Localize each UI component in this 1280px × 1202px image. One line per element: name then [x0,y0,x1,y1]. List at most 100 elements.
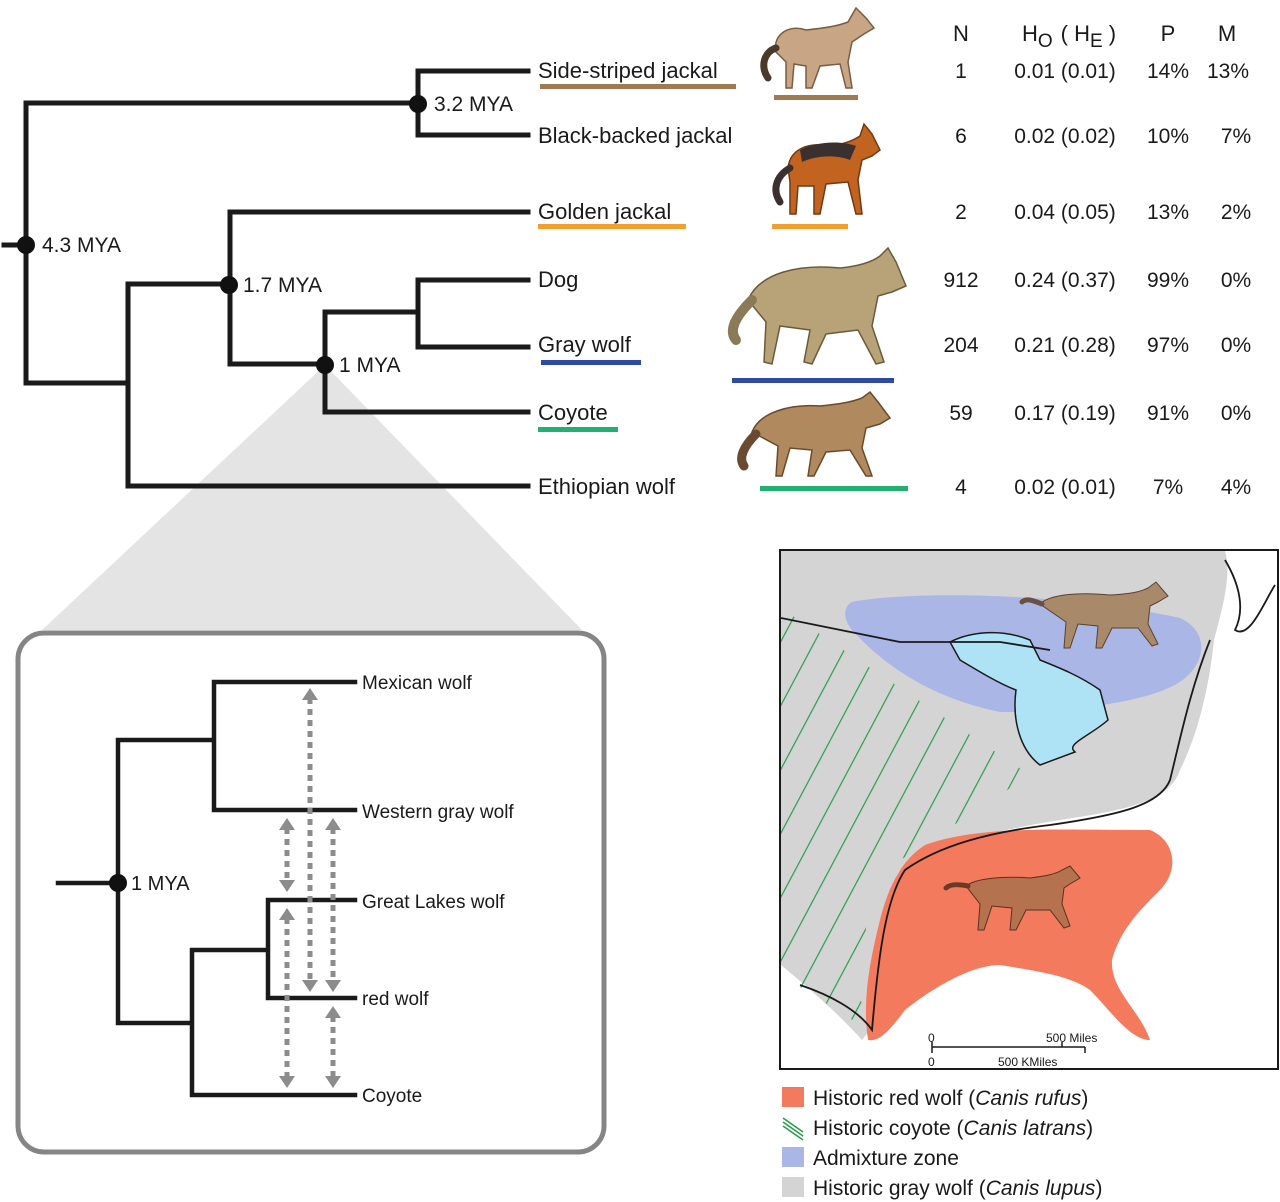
legend-swatch-red-wolf [782,1087,804,1107]
red-wolf-illustration [943,865,1081,931]
coyote-illustration [737,390,908,491]
taxon-ethiopian-wolf: Ethiopian wolf [538,474,676,499]
svg-text:0.24 (0.37): 0.24 (0.37) [1014,269,1116,292]
node-1-7-mya [220,276,238,294]
svg-text:13%: 13% [1147,201,1189,224]
svg-text:0.21 (0.28): 0.21 (0.28) [1014,334,1116,357]
svg-text:204: 204 [943,334,978,357]
legend-gray-wolf: Historic gray wolf (Canis lupus) [813,1177,1102,1200]
table-row: 912 0.24 (0.37) 99% 0% [943,269,1251,292]
table-row: 204 0.21 (0.28) 97% 0% [943,334,1251,357]
svg-text:2: 2 [955,201,967,224]
table-row: 1 0.01 (0.01) 14% 13% [955,60,1249,83]
map-legend: Historic red wolf (Canis rufus) Historic… [782,1087,1102,1200]
red-wolf-range [865,829,1173,1041]
svg-text:7%: 7% [1221,125,1251,148]
svg-text:0.04 (0.05): 0.04 (0.05) [1014,201,1116,224]
node-1-mya [316,356,334,374]
node-label-3-2: 3.2 MYA [434,93,513,116]
underline-gray-wolf [541,360,641,365]
gray-wolf-bar [732,378,894,383]
scale-zero-bottom: 0 [928,1055,935,1069]
table-row: 6 0.02 (0.02) 10% 7% [955,125,1251,148]
svg-text:91%: 91% [1147,402,1189,425]
inset-node-1-mya [109,874,127,892]
svg-text:0.01 (0.01): 0.01 (0.01) [1014,60,1116,83]
legend-admixture: Admixture zone [813,1147,959,1170]
svg-text:6: 6 [955,125,967,148]
taxon-side-striped-jackal: Side-striped jackal [538,58,718,83]
gene-flow-arrow [279,908,295,1088]
taxon-black-backed-jackal: Black-backed jackal [538,123,732,148]
svg-text:59: 59 [949,402,972,425]
legend-swatch-gray-wolf [782,1177,804,1197]
svg-text:99%: 99% [1147,269,1189,292]
legend-red-wolf: Historic red wolf (Canis rufus) [813,1087,1088,1110]
coyote-range [781,608,1030,1050]
underline-golden-jackal [538,224,686,229]
inset-taxon-western-gray-wolf: Western gray wolf [362,802,514,823]
scale-km: 500 KMiles [998,1055,1057,1069]
taxa-underlines [538,84,736,432]
svg-text:0.17 (0.19): 0.17 (0.19) [1014,402,1116,425]
svg-text:0%: 0% [1221,269,1251,292]
legend-swatch-admixture [782,1147,804,1167]
map-frame [779,549,1279,1070]
underline-coyote [538,427,618,432]
table-row: 2 0.04 (0.05) 13% 2% [955,201,1251,224]
svg-text:14%: 14% [1147,60,1189,83]
gray-wolf-illustration [727,246,907,383]
header-n: N [953,21,969,46]
stats-table: N HO( HE) P M 1 0.01 (0.01) 14% 13% 6 0.… [943,21,1251,499]
svg-text:1: 1 [955,60,967,83]
taxon-dog: Dog [538,267,578,292]
header-ho-he: HO( HE) [1022,21,1116,52]
coyote-bar [760,486,908,491]
scale-zero-top: 0 [928,1031,935,1045]
golden-jackal-bar [772,224,848,229]
inset-taxon-coyote: Coyote [362,1086,422,1107]
legend-coyote: Historic coyote (Canis latrans) [813,1117,1093,1140]
svg-text:4: 4 [955,476,967,499]
header-p: P [1161,21,1176,46]
black-backed-jackal-illustration [772,122,881,229]
range-map: 0 0 500 Miles 500 KMiles [779,549,1279,1070]
node-label-1: 1 MYA [339,354,400,377]
admixed-wolf-illustration [1019,581,1169,649]
taxon-golden-jackal: Golden jackal [538,199,671,224]
animal-illustrations [727,6,908,491]
inset-taxon-red-wolf: red wolf [362,989,429,1010]
gene-flow-arrows [279,688,341,1088]
zoom-wedge [42,365,582,630]
main-tree: 4.3 MYA 3.2 MYA 1.7 MYA 1 MYA [1,68,531,489]
svg-text:0.02 (0.01): 0.02 (0.01) [1014,476,1116,499]
svg-text:7%: 7% [1153,476,1183,499]
scale-bar: 0 0 500 Miles 500 KMiles [928,1031,1097,1069]
great-lakes [948,631,1109,766]
side-striped-jackal-bar [774,95,858,100]
scale-miles: 500 Miles [1046,1031,1097,1045]
svg-text:0.02 (0.02): 0.02 (0.02) [1014,125,1116,148]
node-label-4-3: 4.3 MYA [42,234,121,257]
legend-swatch-coyote [782,1117,804,1141]
inset-taxon-great-lakes-wolf: Great Lakes wolf [362,892,505,913]
svg-text:97%: 97% [1147,334,1189,357]
svg-text:4%: 4% [1221,476,1251,499]
gene-flow-arrow [325,818,341,992]
header-m: M [1218,21,1236,46]
svg-text:2%: 2% [1221,201,1251,224]
svg-text:0%: 0% [1221,334,1251,357]
node-label-1-7: 1.7 MYA [243,274,322,297]
svg-text:0%: 0% [1221,402,1251,425]
table-row: 4 0.02 (0.01) 7% 4% [955,476,1251,499]
node-4-3-mya [17,236,35,254]
underline-side-striped-jackal [540,84,736,89]
inset-node-label: 1 MYA [131,873,190,895]
inset-taxon-mexican-wolf: Mexican wolf [362,673,473,694]
table-row: 59 0.17 (0.19) 91% 0% [949,402,1251,425]
side-striped-jackal-illustration [760,6,876,100]
taxon-coyote: Coyote [538,400,608,425]
taxon-gray-wolf: Gray wolf [538,332,632,357]
taxa-labels: Side-striped jackal Black-backed jackal … [538,58,732,499]
